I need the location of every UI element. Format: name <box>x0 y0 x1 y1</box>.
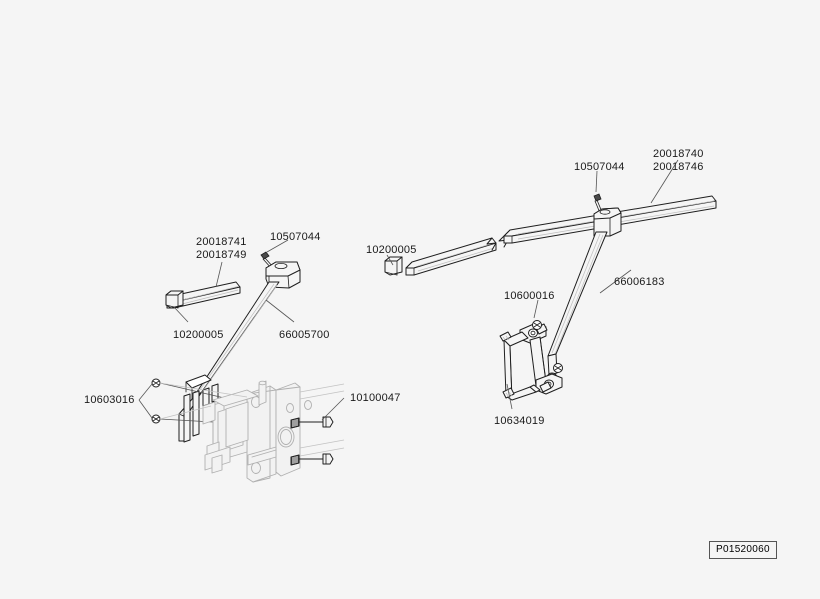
callout-left-arm: 66005700 <box>279 329 330 341</box>
callout-right-bushing: 10200005 <box>366 244 417 256</box>
callout-right-rod-line2: 20018746 <box>653 161 704 173</box>
part-left-arm <box>178 261 301 443</box>
callout-right-bolt: 10507044 <box>574 161 625 173</box>
callout-bracket: 10634019 <box>494 415 545 427</box>
leader-lines <box>173 159 679 410</box>
part-right-rod <box>405 195 717 276</box>
callout-left-rod: 20018741 20018749 <box>196 236 247 262</box>
callout-right-rod: 20018740 20018746 <box>653 148 704 174</box>
part-center-gearbox <box>159 380 345 483</box>
part-right-bushing <box>384 256 403 276</box>
callout-left-bolts-pair: 10603016 <box>84 394 135 406</box>
callout-left-rod-line1: 20018741 <box>196 236 247 248</box>
callout-bracket-nuts: 10600016 <box>504 290 555 302</box>
callout-right-rod-line1: 20018740 <box>653 148 704 160</box>
callout-left-bolt: 10507044 <box>270 231 321 243</box>
part-bracket-nuts <box>532 320 563 373</box>
callout-right-arm: 66006183 <box>614 276 665 288</box>
part-left-bushing <box>165 290 184 309</box>
part-center-pins <box>290 397 345 466</box>
diagram-id-box: P01520060 <box>709 541 777 559</box>
part-right-arm <box>546 207 622 384</box>
callout-left-bushing: 10200005 <box>173 329 224 341</box>
callout-left-rod-line2: 20018749 <box>196 249 247 261</box>
callout-center-pins: 10100047 <box>350 392 401 404</box>
